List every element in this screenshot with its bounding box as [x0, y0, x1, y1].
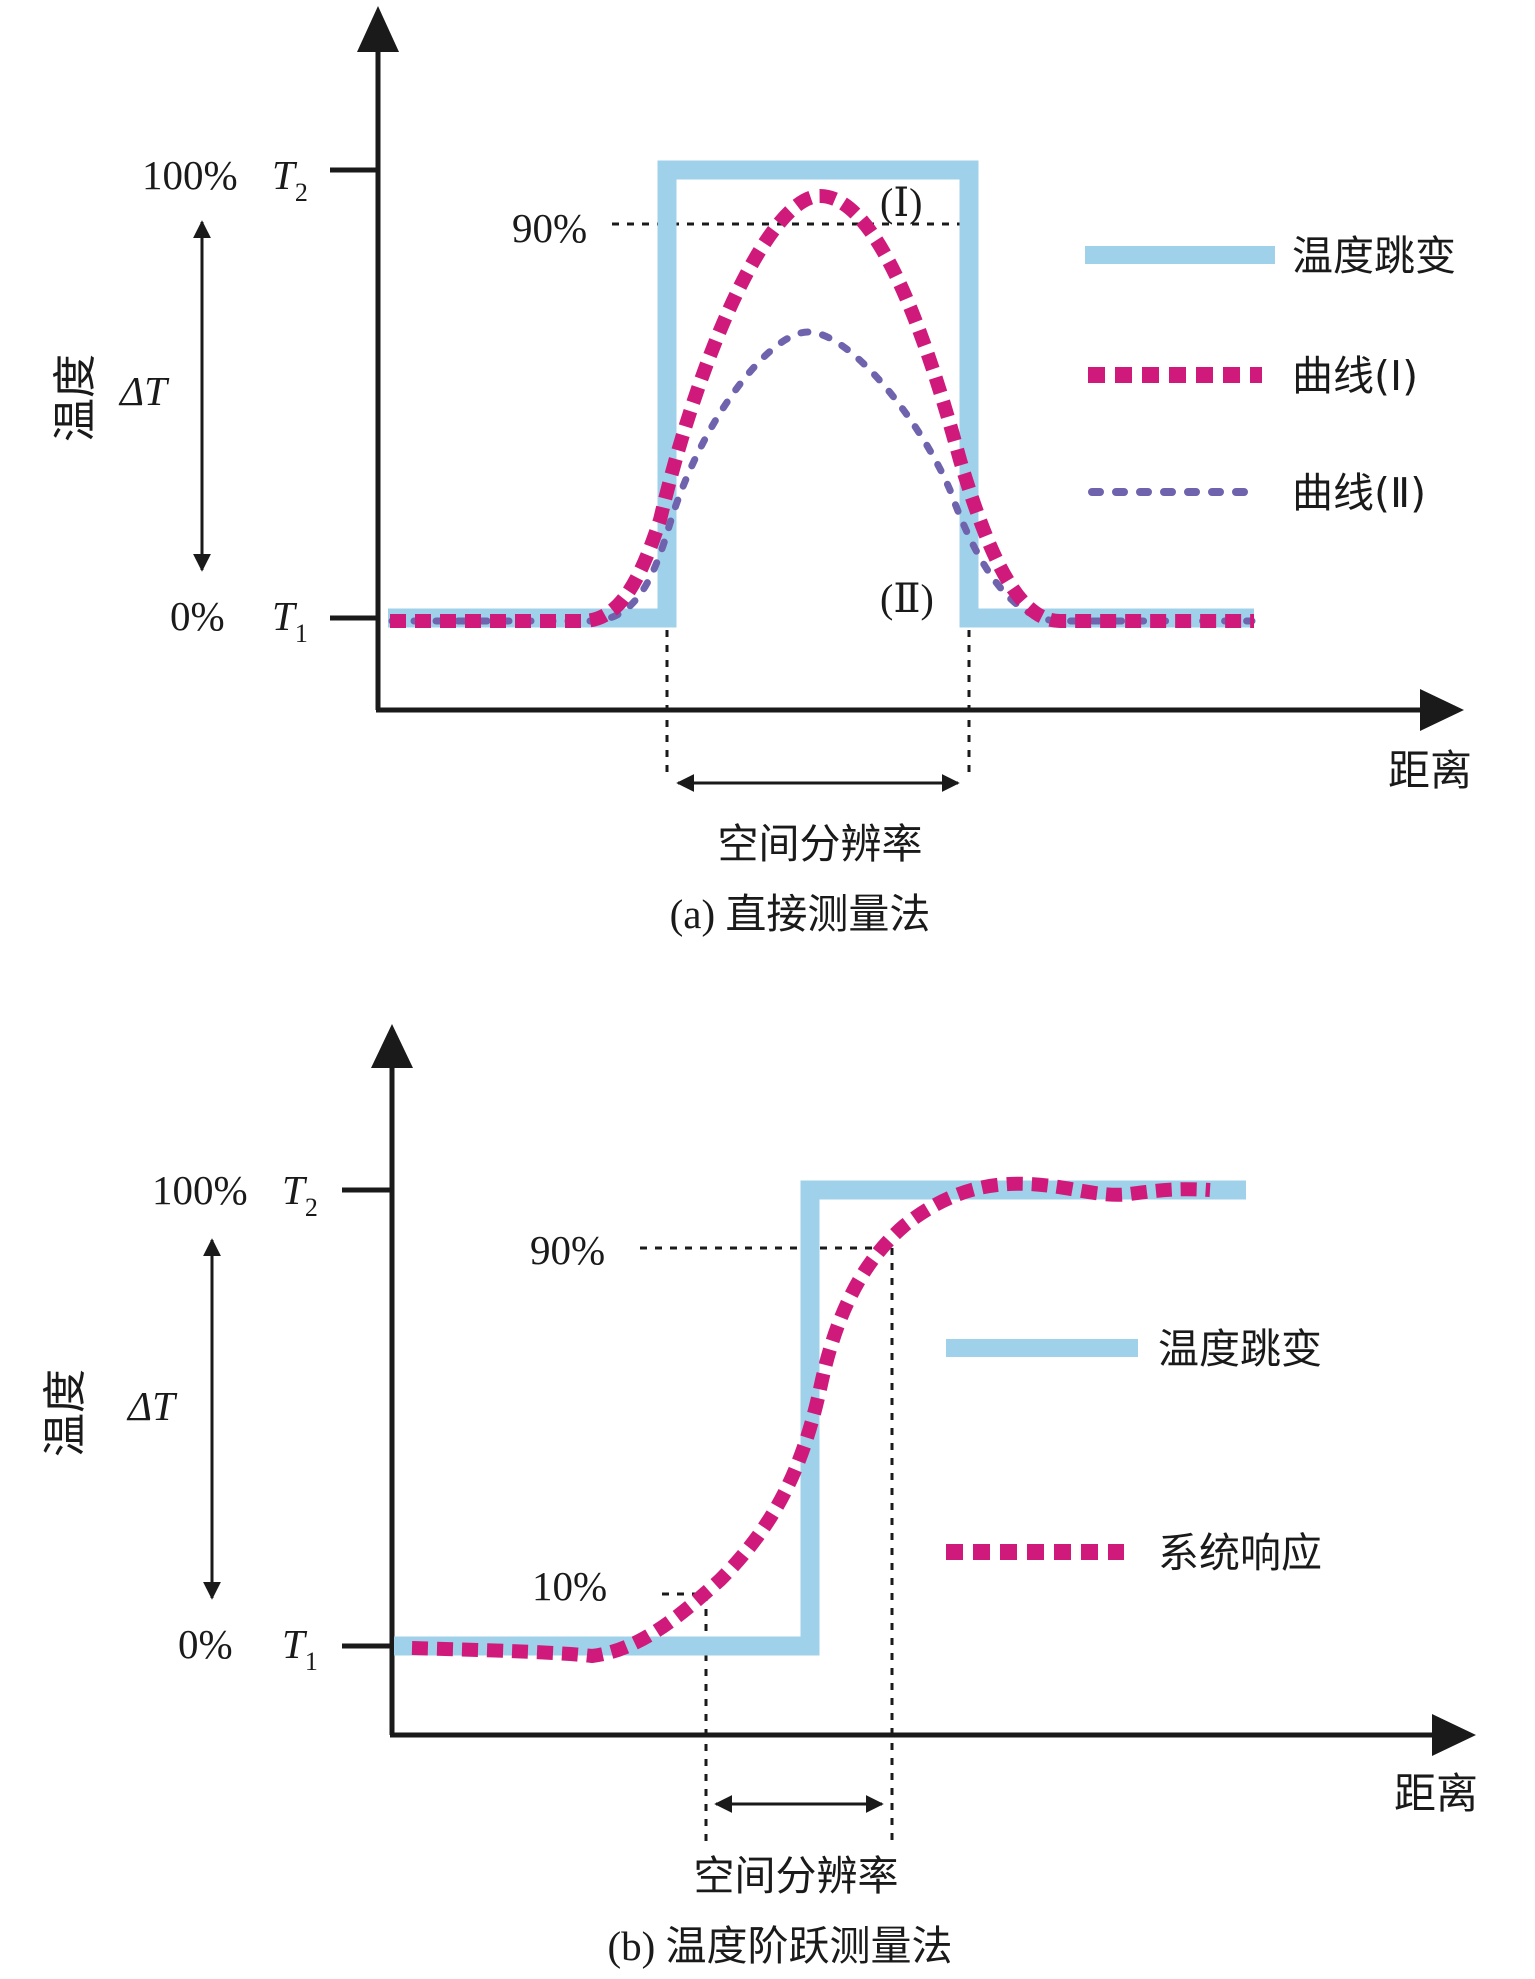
- panel-a-label-100: 100%: [142, 152, 238, 198]
- panel-b: 100% T2 0% T1 ΔT 温度 90% 10% 空间分辨率 距离 (b)…: [40, 1024, 1478, 1969]
- panel-b-t1: T1: [282, 1621, 318, 1676]
- panel-b-label-10: 10%: [532, 1563, 607, 1609]
- panel-b-y-title: 温度: [40, 1369, 91, 1457]
- panel-b-resolution-label: 空间分辨率: [694, 1852, 899, 1900]
- panel-a-delta-label: ΔT: [118, 368, 170, 414]
- panel-a-mark-2: (Ⅱ): [880, 576, 934, 621]
- panel-a-step-line: [388, 160, 1254, 628]
- panel-b-x-arrow-icon: [1432, 1714, 1476, 1756]
- panel-a-resolution-label: 空间分辨率: [718, 820, 923, 868]
- panel-a-legend: 温度跳变 曲线(Ⅰ) 曲线(Ⅱ): [1085, 232, 1456, 517]
- panel-b-label-90: 90%: [530, 1227, 605, 1273]
- panel-b-legend: 温度跳变 系统响应: [946, 1325, 1322, 1577]
- panel-b-caption: (b) 温度阶跃测量法: [607, 1923, 952, 1969]
- panel-b-delta-label: ΔT: [126, 1383, 178, 1429]
- panel-a-y-title: 温度: [50, 354, 101, 442]
- panel-a-y-arrow-icon: [357, 6, 399, 52]
- panel-b-step-line: [394, 1180, 1246, 1656]
- panel-b-y-arrow-icon: [371, 1024, 413, 1068]
- panel-a-label-0: 0%: [170, 593, 225, 639]
- panel-a-caption: (a) 直接测量法: [670, 891, 931, 937]
- panel-a-curve-2: [388, 328, 1256, 625]
- panel-a-curve-1: [390, 188, 1254, 628]
- panel-b-legend-response-label: 系统响应: [1158, 1529, 1322, 1577]
- panel-b-legend-step-label: 温度跳变: [1158, 1325, 1322, 1373]
- panel-a-mark-1: (Ⅰ): [880, 180, 922, 225]
- panel-a-legend-step-label: 温度跳变: [1292, 232, 1456, 280]
- panel-a-t2: T2: [272, 152, 308, 207]
- panel-a-x-title: 距离: [1388, 746, 1472, 795]
- panel-b-t2: T2: [282, 1167, 318, 1222]
- panel-b-x-title: 距离: [1394, 1769, 1478, 1818]
- panel-b-response-curve: [411, 1176, 1211, 1664]
- panel-a-label-90: 90%: [512, 205, 587, 251]
- panel-a-legend-curve2-label: 曲线(Ⅱ): [1292, 469, 1426, 517]
- panel-a-legend-curve1-label: 曲线(Ⅰ): [1292, 352, 1418, 400]
- panel-a: 100% T2 0% T1 ΔT 温度 90% (Ⅰ) (Ⅱ) 空间分辨率 距离…: [50, 6, 1472, 937]
- panel-b-label-0: 0%: [178, 1621, 233, 1667]
- panel-b-label-100: 100%: [152, 1167, 248, 1213]
- panel-a-x-arrow-icon: [1420, 689, 1464, 731]
- panel-a-t1: T1: [272, 593, 308, 648]
